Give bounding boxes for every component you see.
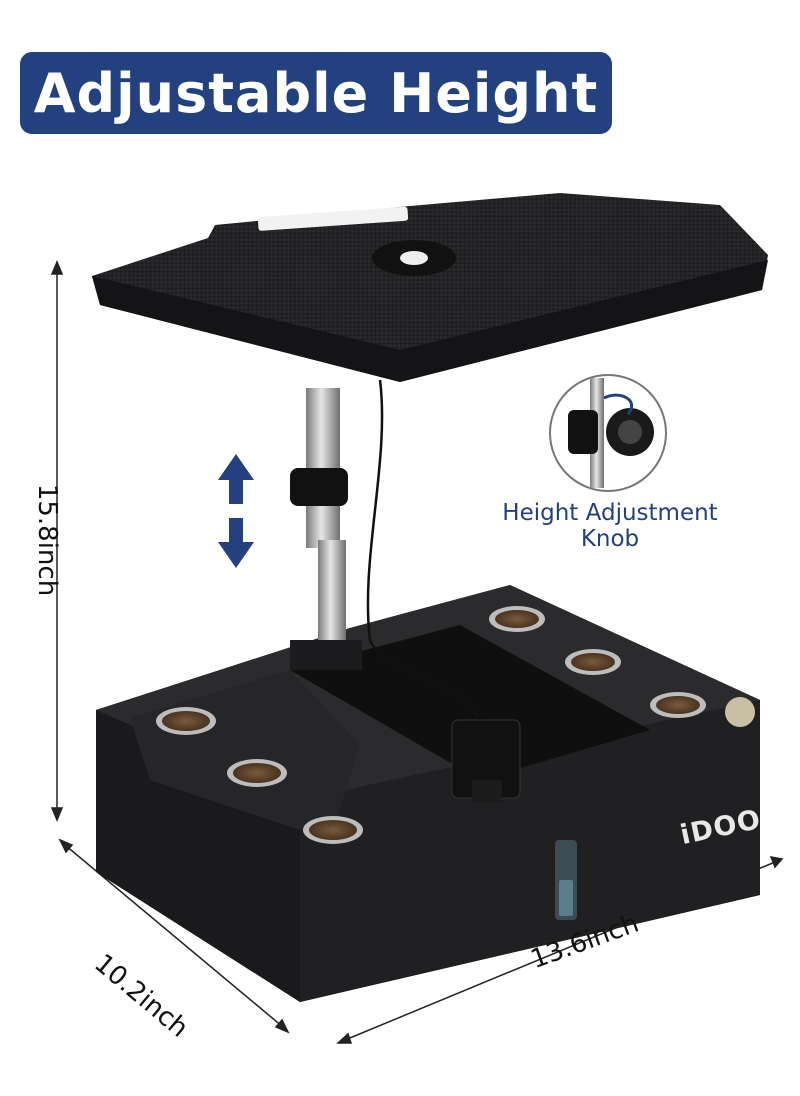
height-dimension-line <box>50 260 64 822</box>
page-title: Adjustable Height <box>33 61 599 125</box>
knob-caption-line1: Height Adjustment <box>502 500 718 526</box>
seed-pod <box>489 606 545 632</box>
control-panel-strip <box>257 206 409 231</box>
seed-pods <box>156 606 755 844</box>
height-dimension-label: 15.8inch <box>32 483 62 597</box>
seed-pod <box>650 692 706 718</box>
grow-light-panel <box>92 193 768 382</box>
knob-detail-callout <box>549 374 667 492</box>
up-arrow-icon <box>218 454 254 504</box>
seed-pod <box>303 816 363 844</box>
seed-pod <box>227 759 287 787</box>
height-knob-collar <box>290 468 348 506</box>
water-pump <box>451 719 521 802</box>
seed-pod <box>565 649 621 675</box>
telescopic-pole <box>290 379 482 721</box>
down-arrow-icon <box>218 518 254 568</box>
seed-pod <box>156 707 216 735</box>
title-banner: Adjustable Height <box>20 52 612 134</box>
water-reservoir-base <box>96 585 760 1002</box>
knob-caption-line2: Knob <box>580 526 640 552</box>
knob-caption: Height Adjustment Knob <box>490 500 730 552</box>
base-cap <box>725 697 755 727</box>
